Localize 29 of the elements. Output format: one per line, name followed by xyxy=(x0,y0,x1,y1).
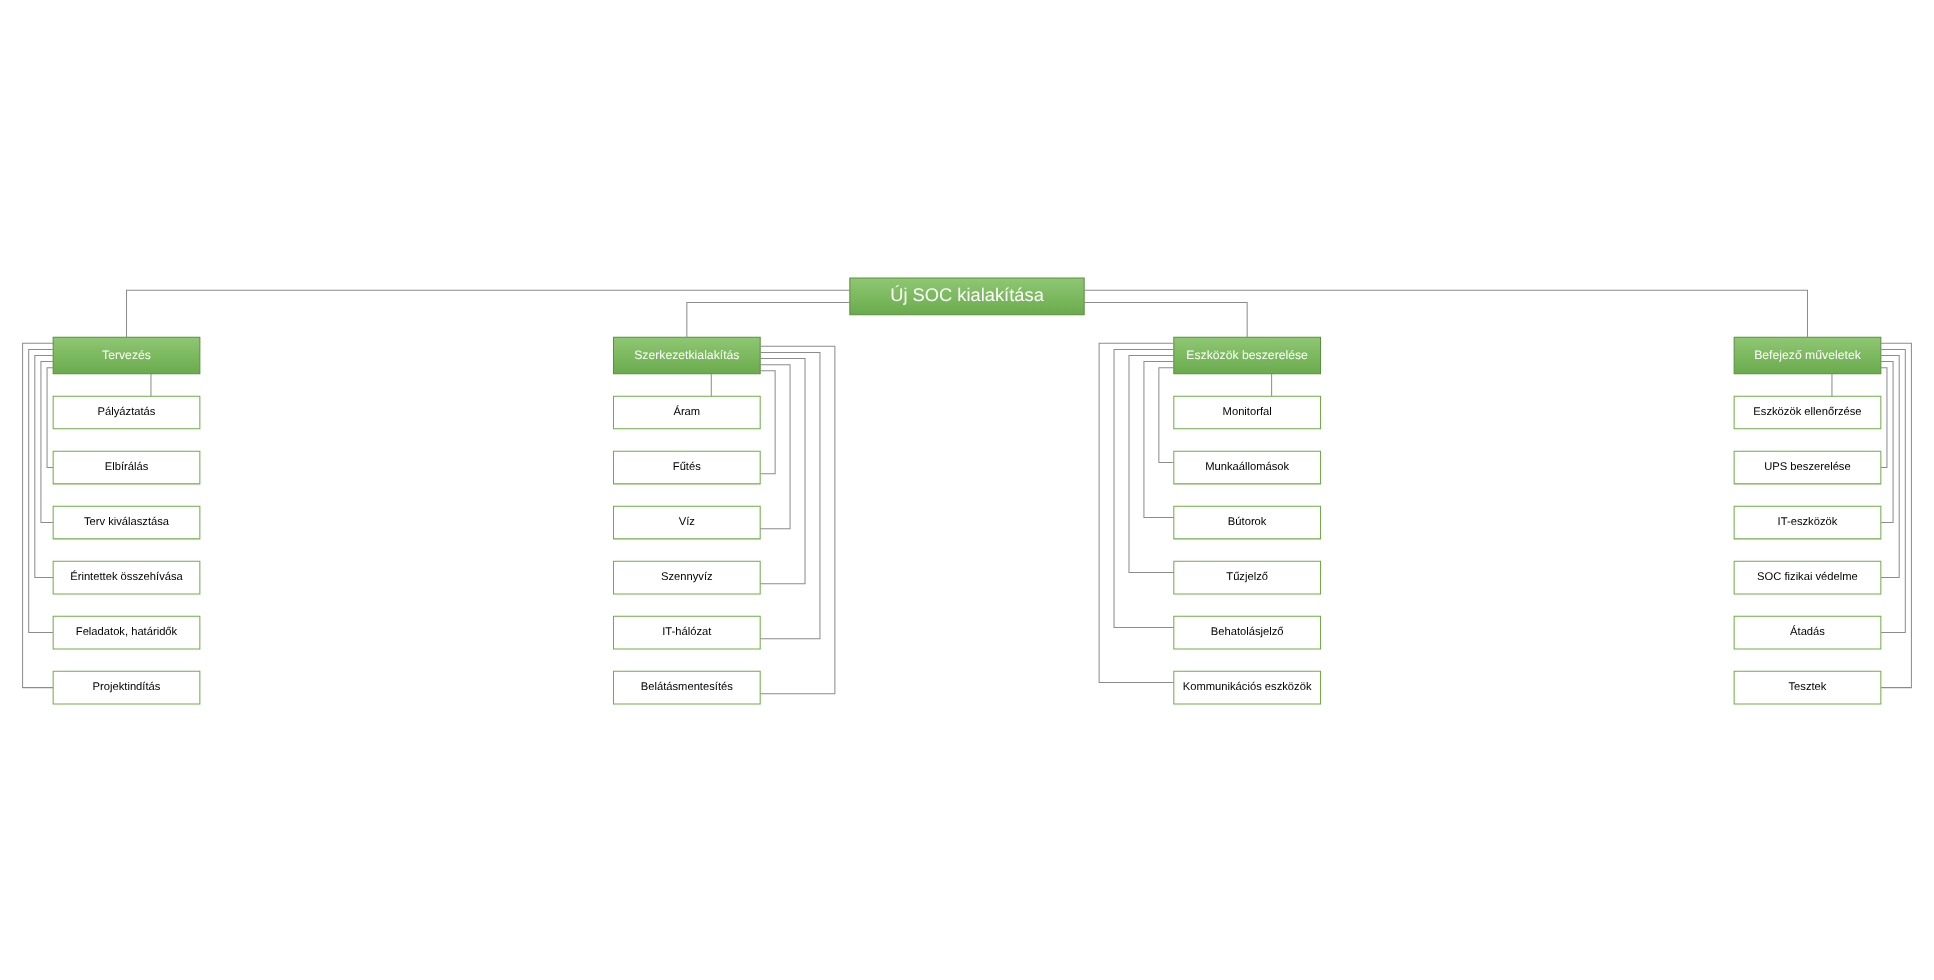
connector xyxy=(1158,366,1174,462)
connector xyxy=(40,360,54,523)
connector xyxy=(46,366,54,468)
connector xyxy=(150,372,152,396)
connector xyxy=(126,288,851,337)
connector xyxy=(1271,372,1273,396)
connector xyxy=(1128,354,1175,572)
connector xyxy=(710,372,712,396)
connector xyxy=(1143,360,1175,517)
connector xyxy=(686,301,851,337)
connector xyxy=(1083,288,1808,337)
connector xyxy=(759,344,836,694)
connector xyxy=(1880,341,1912,688)
connector xyxy=(1831,372,1833,396)
connector xyxy=(1880,366,1888,468)
connector xyxy=(759,363,791,529)
connector xyxy=(28,347,54,633)
connector xyxy=(759,357,806,584)
connector xyxy=(22,341,54,688)
connector xyxy=(1083,301,1248,337)
connector xyxy=(1098,341,1175,683)
connector xyxy=(760,369,776,474)
node-box: Új SOC kialakítása xyxy=(849,276,1085,315)
connector xyxy=(1880,354,1900,578)
connector xyxy=(1880,360,1894,523)
connector xyxy=(34,354,54,578)
connector xyxy=(1113,347,1175,628)
connector xyxy=(759,350,821,639)
connector xyxy=(1880,347,1906,633)
